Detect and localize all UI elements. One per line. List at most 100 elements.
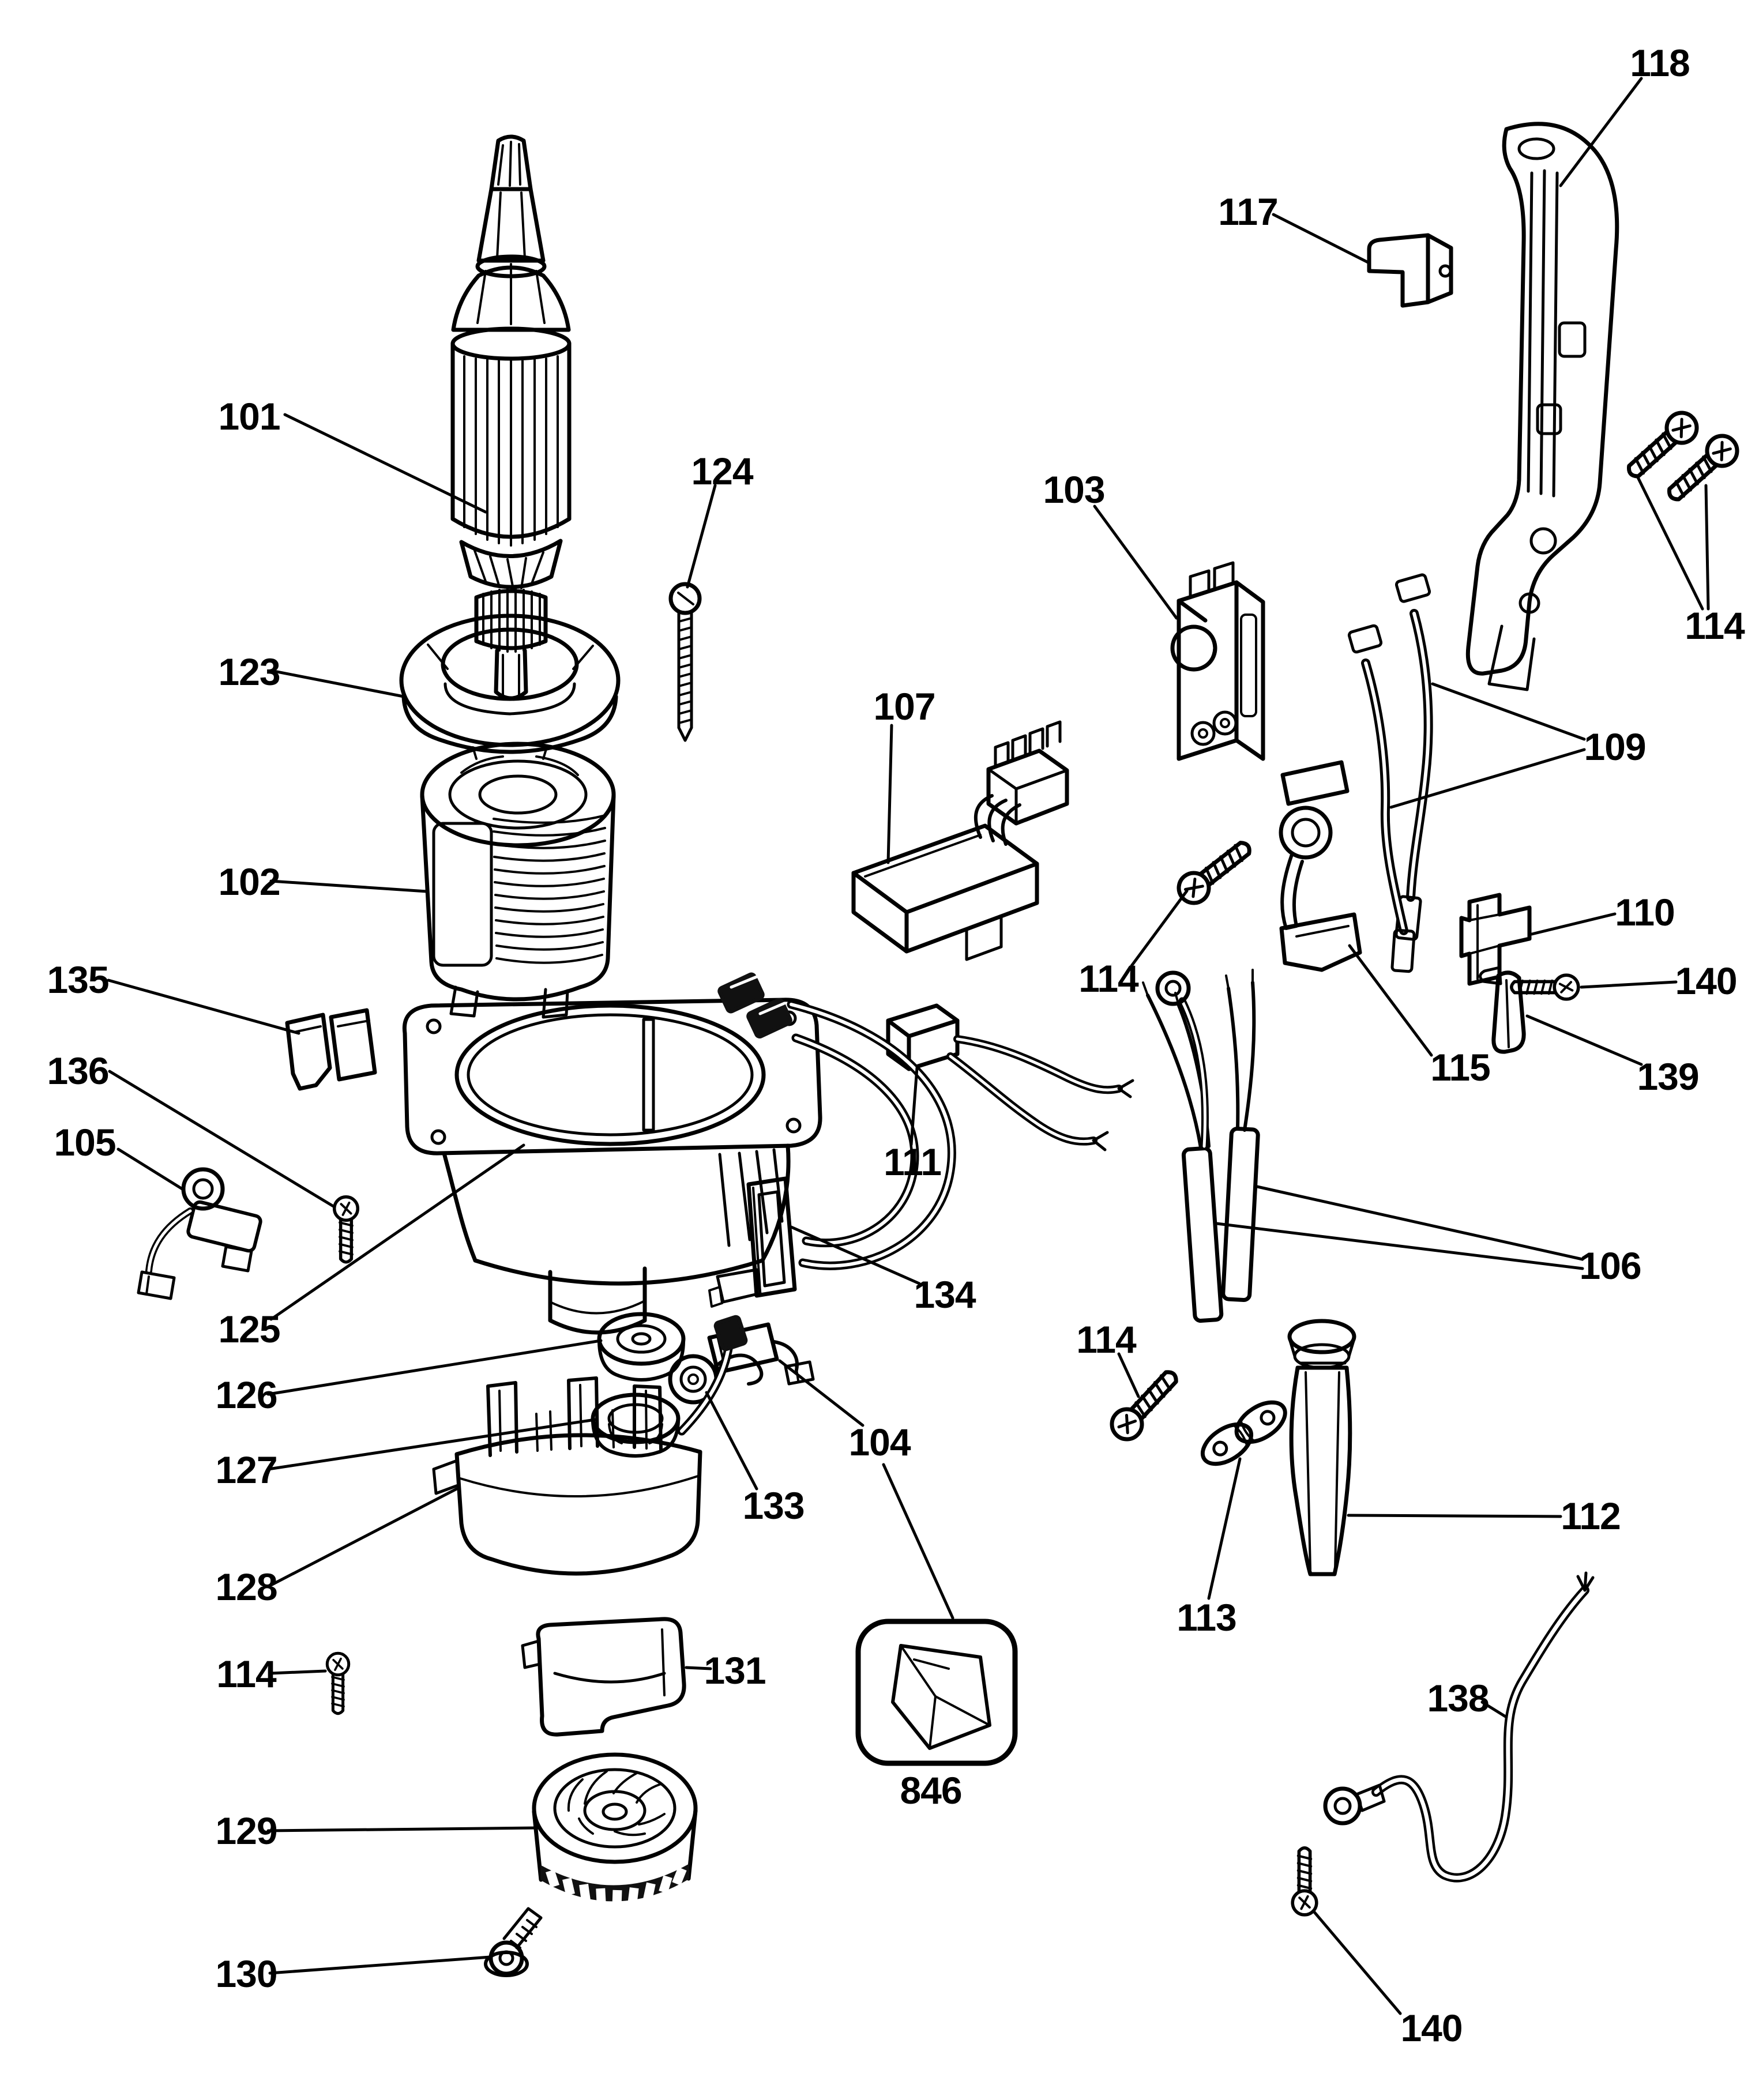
part-terminal-lead: [137, 1167, 262, 1300]
leader-110: [1530, 912, 1617, 936]
leader-133: [705, 1391, 758, 1491]
callout-133: 133: [742, 1484, 804, 1527]
part-lubricant-kit: [855, 1619, 1018, 1766]
part-screw-long: [668, 582, 702, 742]
leader-103: [1093, 505, 1178, 620]
leader-109: [1389, 682, 1586, 809]
callout-131: 131: [704, 1649, 765, 1692]
part-lead-wires: [1347, 573, 1433, 973]
callout-114-clamp: 114: [1076, 1318, 1137, 1361]
leader-104: [778, 1359, 954, 1620]
callout-114-bottom: 114: [216, 1653, 277, 1695]
callout-129: 129: [215, 1809, 277, 1852]
part-capacitor: [886, 1003, 1134, 1151]
callout-846: 846: [900, 1769, 961, 1812]
part-connector-block: [1459, 893, 1532, 986]
part-baffle: [432, 1315, 748, 1576]
callout-123: 123: [218, 650, 280, 693]
leader-114-clamp: [1117, 1352, 1140, 1398]
part-fan: [532, 1752, 698, 1907]
leader-102: [269, 879, 429, 893]
callout-107: 107: [873, 685, 935, 728]
callout-109: 109: [1584, 725, 1645, 768]
leader-135: [107, 979, 300, 1035]
leader-114-handle: [1636, 476, 1710, 611]
part-brush-holder: [708, 1176, 797, 1308]
leader-124: [686, 484, 717, 589]
part-cord-clamp: [1200, 1400, 1287, 1466]
part-screw-140-bottom: [1292, 1848, 1317, 1915]
part-cord-protector: [1287, 1319, 1356, 1576]
part-bearing: [597, 1312, 686, 1382]
leader-136: [108, 1070, 335, 1208]
leader-140-bottom: [1312, 1910, 1402, 2015]
leader-130: [268, 1955, 492, 1975]
leader-125: [269, 1143, 525, 1321]
callout-118: 118: [1630, 42, 1689, 84]
leader-112: [1347, 1514, 1562, 1518]
leader-118: [1559, 77, 1643, 187]
callout-114-handle: 114: [1685, 604, 1745, 647]
callout-130: 130: [215, 1952, 277, 1995]
leader-140-right: [1580, 980, 1678, 989]
part-latch-pin: [1479, 966, 1526, 1054]
leader-117: [1272, 213, 1370, 264]
part-screw-114-mid: [1173, 834, 1257, 909]
leader-101: [283, 413, 487, 514]
part-screws-114-handle: [1621, 407, 1743, 508]
leader-139: [1525, 1014, 1643, 1066]
callout-138: 138: [1427, 1677, 1489, 1719]
part-screw-136: [334, 1197, 358, 1262]
part-screw-114-clamp: [1106, 1364, 1185, 1446]
callout-105: 105: [54, 1121, 115, 1164]
part-module: [851, 720, 1069, 961]
part-field-stator: [420, 742, 616, 1019]
callout-135: 135: [47, 958, 108, 1001]
leader-128: [268, 1487, 458, 1587]
callout-102: 102: [218, 860, 280, 903]
callout-136: 136: [47, 1049, 108, 1092]
part-brush-plate: [521, 1617, 686, 1737]
callout-115: 115: [1430, 1046, 1490, 1089]
leader-106: [1215, 1185, 1584, 1270]
part-ground-wire: [1323, 1571, 1595, 1883]
leader-111: [909, 1066, 919, 1146]
part-cord-sleeves: [1142, 969, 1260, 1323]
leader-123: [269, 669, 405, 698]
callout-128: 128: [215, 1565, 277, 1608]
part-switch: [1170, 561, 1265, 761]
callout-127: 127: [215, 1448, 277, 1491]
callout-126: 126: [215, 1373, 277, 1416]
callout-140-right: 140: [1675, 959, 1737, 1002]
leader-lines: [107, 77, 1710, 2015]
callout-104: 104: [848, 1421, 911, 1463]
part-bearing-retainer: [399, 614, 621, 760]
callout-106: 106: [1579, 1244, 1641, 1287]
part-clip: [1367, 233, 1453, 308]
leader-134: [790, 1225, 921, 1285]
part-screw-114-bottom: [327, 1653, 348, 1713]
leader-107: [886, 724, 893, 864]
callout-134: 134: [914, 1273, 976, 1316]
leader-138: [1480, 1700, 1508, 1719]
callout-139: 139: [1637, 1055, 1698, 1098]
leader-114-bottom: [268, 1669, 327, 1675]
part-brush-card: [285, 1008, 377, 1091]
part-screw-washer: [484, 1907, 543, 1977]
part-trigger-bracket: [1279, 760, 1362, 972]
callout-112: 112: [1561, 1495, 1620, 1537]
part-motor-housing: [402, 972, 956, 1335]
callout-125: 125: [218, 1308, 280, 1350]
part-carbon-brush: [707, 1322, 815, 1386]
part-handle: [1465, 122, 1619, 691]
callout-140-bottom: 140: [1400, 2007, 1462, 2049]
leader-114-mid: [1130, 889, 1189, 968]
callout-113: 113: [1177, 1596, 1236, 1639]
leader-129: [266, 1826, 540, 1832]
leader-131: [685, 1666, 712, 1670]
leader-115: [1348, 944, 1433, 1057]
callout-117: 117: [1218, 190, 1277, 233]
callout-111: 111: [884, 1141, 941, 1183]
callout-114-mid: 114: [1078, 957, 1139, 1000]
callout-110: 110: [1615, 891, 1674, 934]
